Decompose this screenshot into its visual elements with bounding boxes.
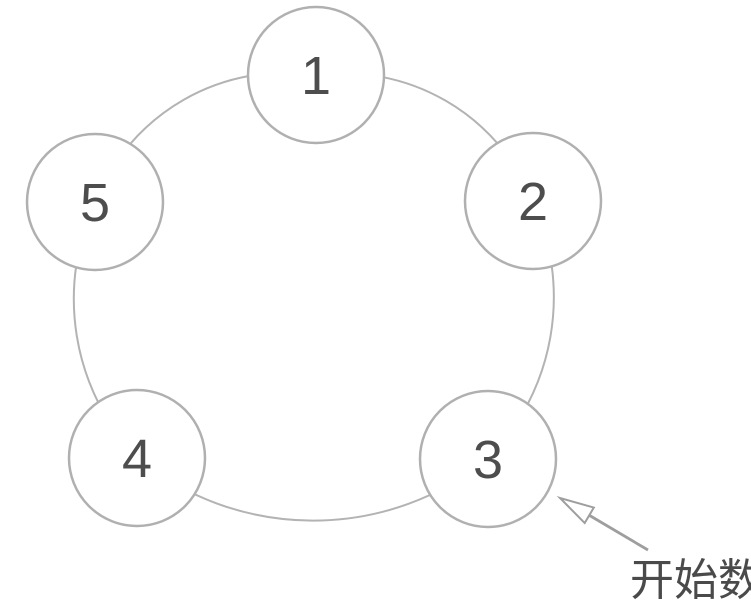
annotation-arrow-shaft: [585, 512, 649, 552]
node-circle-1: [246, 5, 386, 145]
node-4: 4: [67, 388, 207, 528]
node-circle-2: [463, 131, 603, 271]
node-circle-3: [418, 389, 558, 529]
node-number-4: 4: [122, 429, 152, 489]
node-1: 1: [246, 5, 386, 145]
node-circle-4: [67, 388, 207, 528]
node-number-2: 2: [518, 172, 548, 232]
node-5: 5: [25, 132, 165, 272]
node-number-3: 3: [473, 430, 503, 490]
node-2: 2: [463, 131, 603, 271]
annotation-label: 开始数: [630, 556, 751, 603]
node-number-1: 1: [301, 46, 331, 106]
node-number-5: 5: [80, 173, 110, 233]
node-3: 3: [418, 389, 558, 529]
node-circle-5: [25, 132, 165, 272]
annotation-arrow-head-icon: [556, 496, 596, 525]
numbered-nodes: 1 2 3 4 5: [25, 5, 603, 529]
